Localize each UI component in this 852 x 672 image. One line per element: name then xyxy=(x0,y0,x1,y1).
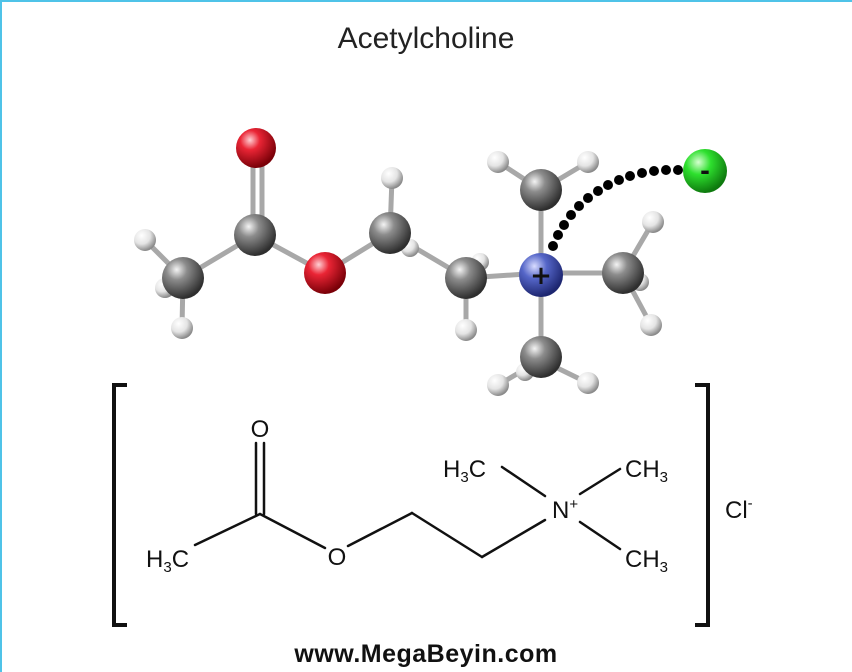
oxygen-atom-ester xyxy=(304,252,346,294)
h3c-left-label: H3C xyxy=(146,546,189,576)
hydrogen-atom xyxy=(455,319,477,341)
chloride-ion xyxy=(683,149,727,193)
formula-bonds xyxy=(193,441,622,559)
carbon-atom-n-methyl-top xyxy=(520,169,562,211)
page-title: Acetylcholine xyxy=(337,22,515,55)
chloride-counter-ion-label: Cl- xyxy=(725,495,753,524)
carbon-atom-ethyl-2 xyxy=(445,257,487,299)
hydrogen-atom xyxy=(487,151,509,173)
negative-charge-sign: - xyxy=(700,157,710,185)
hydrogen-atom xyxy=(171,317,193,339)
ch3-top-label: CH3 xyxy=(625,456,668,486)
hydrogen-atom xyxy=(487,374,509,396)
hydrogen-atom xyxy=(642,211,664,233)
positive-charge-sign: + xyxy=(530,261,552,291)
h3c-top-label: H3C xyxy=(443,456,486,486)
ch3-bottom-label: CH3 xyxy=(625,546,668,576)
oxygen-atom-carbonyl xyxy=(236,128,276,168)
carbon-atom-n-methyl-bottom xyxy=(520,336,562,378)
right-bracket xyxy=(695,383,710,627)
footer-watermark: www.MegaBeyin.com xyxy=(294,640,558,668)
nitrogen-atom xyxy=(519,253,563,297)
carbon-atom-ethyl-1 xyxy=(369,212,411,254)
carbon-atom-methyl xyxy=(162,257,204,299)
carbon-atom-n-methyl-right xyxy=(602,252,644,294)
hydrogen-atom xyxy=(134,229,156,251)
hydrogen-atom xyxy=(381,167,403,189)
carbonyl-oxygen-label: O xyxy=(251,416,270,443)
carbon-atom-carbonyl xyxy=(234,214,276,256)
ester-oxygen-label: O xyxy=(328,544,347,571)
hydrogen-atom xyxy=(640,314,662,336)
left-bracket xyxy=(112,383,127,627)
ionic-bond-dots xyxy=(548,165,683,251)
hydrogen-atom xyxy=(577,151,599,173)
hydrogen-atom xyxy=(577,372,599,394)
nitrogen-label: N+ xyxy=(552,496,578,524)
